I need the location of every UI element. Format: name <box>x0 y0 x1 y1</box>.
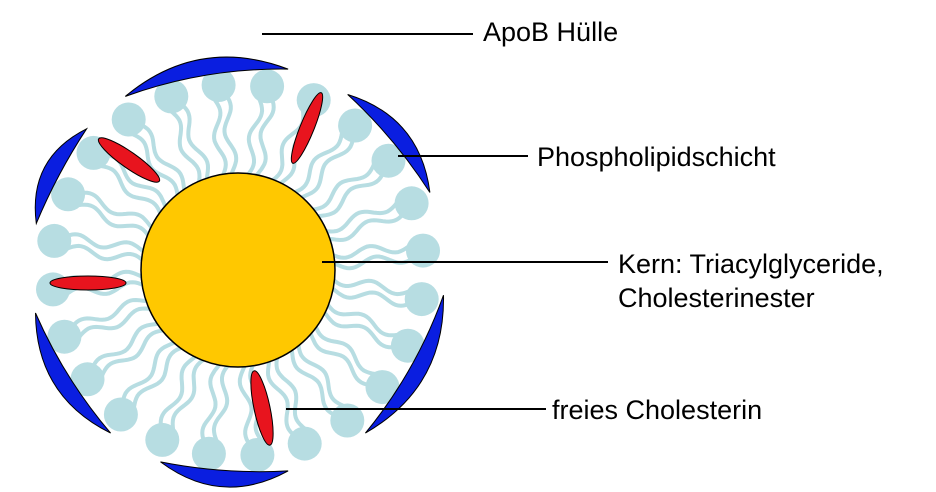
phospholipid-head <box>112 103 146 137</box>
phospholipid-head <box>145 423 179 457</box>
phospholipid-tail <box>327 304 397 336</box>
lipid-core <box>141 173 335 367</box>
phospholipid-tail <box>300 141 352 198</box>
phospholipid-head <box>288 427 322 461</box>
phospholipid-head <box>104 398 138 432</box>
phospholipid-head <box>395 186 429 220</box>
phospholipid-head <box>405 282 439 316</box>
phospholipid-tail <box>69 234 144 252</box>
label-core-line-2: Cholesterinester <box>618 283 815 313</box>
phospholipid-head <box>37 224 71 258</box>
phospholipid-tail <box>328 216 402 240</box>
label-phospholipid-layer: Phospholipidschicht <box>537 142 776 172</box>
phospholipid-tail <box>173 359 205 429</box>
label-apob-shell: ApoB Hülle <box>483 17 618 47</box>
label-free-cholesterol: freies Cholesterin <box>552 395 762 425</box>
phospholipid-tail <box>124 342 176 399</box>
phospholipid-tail <box>79 205 149 237</box>
phospholipid-head <box>51 177 85 211</box>
phospholipid-tail <box>184 107 208 181</box>
phospholipid-tail <box>256 101 274 176</box>
label-core-line-1: Kern: Triacylglyceride, <box>618 249 884 279</box>
phospholipid-tail <box>75 300 149 324</box>
phospholipid-tail <box>331 288 406 306</box>
phospholipid-tail <box>310 332 367 384</box>
apob-crescent <box>365 295 443 433</box>
phospholipid-head <box>192 437 226 471</box>
phospholipid-head <box>250 69 284 103</box>
free-cholesterol-ellipse <box>50 276 126 290</box>
phospholipid-tail <box>202 363 220 438</box>
